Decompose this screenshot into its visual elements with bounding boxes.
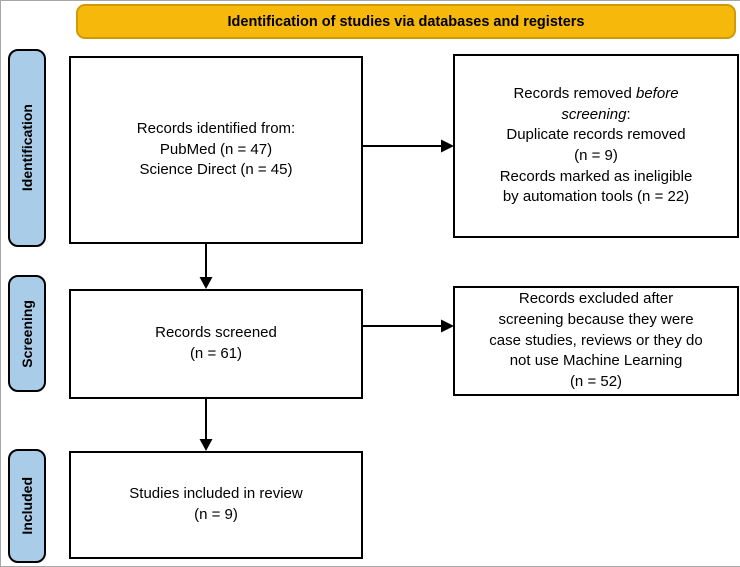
box-records-excluded-line: (n = 52)	[569, 373, 623, 391]
stage-label-screening-text: Screening	[19, 299, 35, 368]
box-studies-included: Studies included in review (n = 9)	[69, 451, 363, 559]
box-records-removed-line: Records removed before	[513, 84, 678, 105]
box-records-removed-line2-italic: screening	[561, 105, 627, 123]
box-records-excluded: Records excluded after screening because…	[453, 286, 739, 396]
stage-label-identification: Identification	[8, 49, 46, 247]
stage-label-identification-text: Identification	[19, 104, 35, 192]
box-records-screened-line: (n = 61)	[189, 345, 243, 362]
stage-label-screening: Screening	[8, 275, 46, 392]
stage-label-included: Included	[8, 449, 46, 563]
box-records-identified: Records identified from: PubMed (n = 47)…	[69, 56, 363, 244]
box-records-excluded-line: screening because they were	[498, 310, 694, 328]
diagram-header-banner: Identification of studies via databases …	[76, 4, 736, 39]
arrow-identified-to-removed	[363, 139, 454, 153]
box-records-removed-line: screening:	[561, 105, 630, 126]
box-records-excluded-line: case studies, reviews or they do	[489, 331, 703, 349]
box-records-removed-line: Records marked as ineligible	[499, 167, 693, 185]
box-records-removed-line: Duplicate records removed	[506, 126, 686, 144]
arrow-screened-to-included	[199, 399, 213, 451]
box-studies-included-line: (n = 9)	[194, 506, 238, 523]
box-records-removed-line1-regular: Records removed	[513, 84, 636, 102]
box-records-identified-line: PubMed (n = 47)	[159, 140, 273, 158]
box-records-removed-line2-regular: :	[626, 105, 631, 123]
box-records-removed-line1-italic: before	[636, 84, 679, 102]
box-records-identified-line: Science Direct (n = 45)	[139, 161, 293, 179]
box-records-screened-line: Records screened	[155, 324, 277, 342]
box-records-screened: Records screened (n = 61)	[69, 289, 363, 399]
box-records-excluded-line: not use Machine Learning	[509, 352, 683, 370]
stage-label-included-text: Included	[19, 477, 35, 535]
box-records-removed-line: (n = 9)	[574, 147, 618, 164]
box-records-excluded-line: Records excluded after	[518, 290, 674, 308]
arrow-identified-to-screened	[199, 244, 213, 289]
box-records-identified-line: Records identified from:	[136, 119, 296, 137]
box-records-removed: Records removed before screening: Duplic…	[453, 54, 739, 238]
diagram-title: Identification of studies via databases …	[227, 13, 585, 30]
arrow-screened-to-excluded	[363, 319, 454, 333]
box-studies-included-line: Studies included in review	[129, 485, 303, 503]
box-records-removed-line: by automation tools (n = 22)	[502, 188, 690, 206]
